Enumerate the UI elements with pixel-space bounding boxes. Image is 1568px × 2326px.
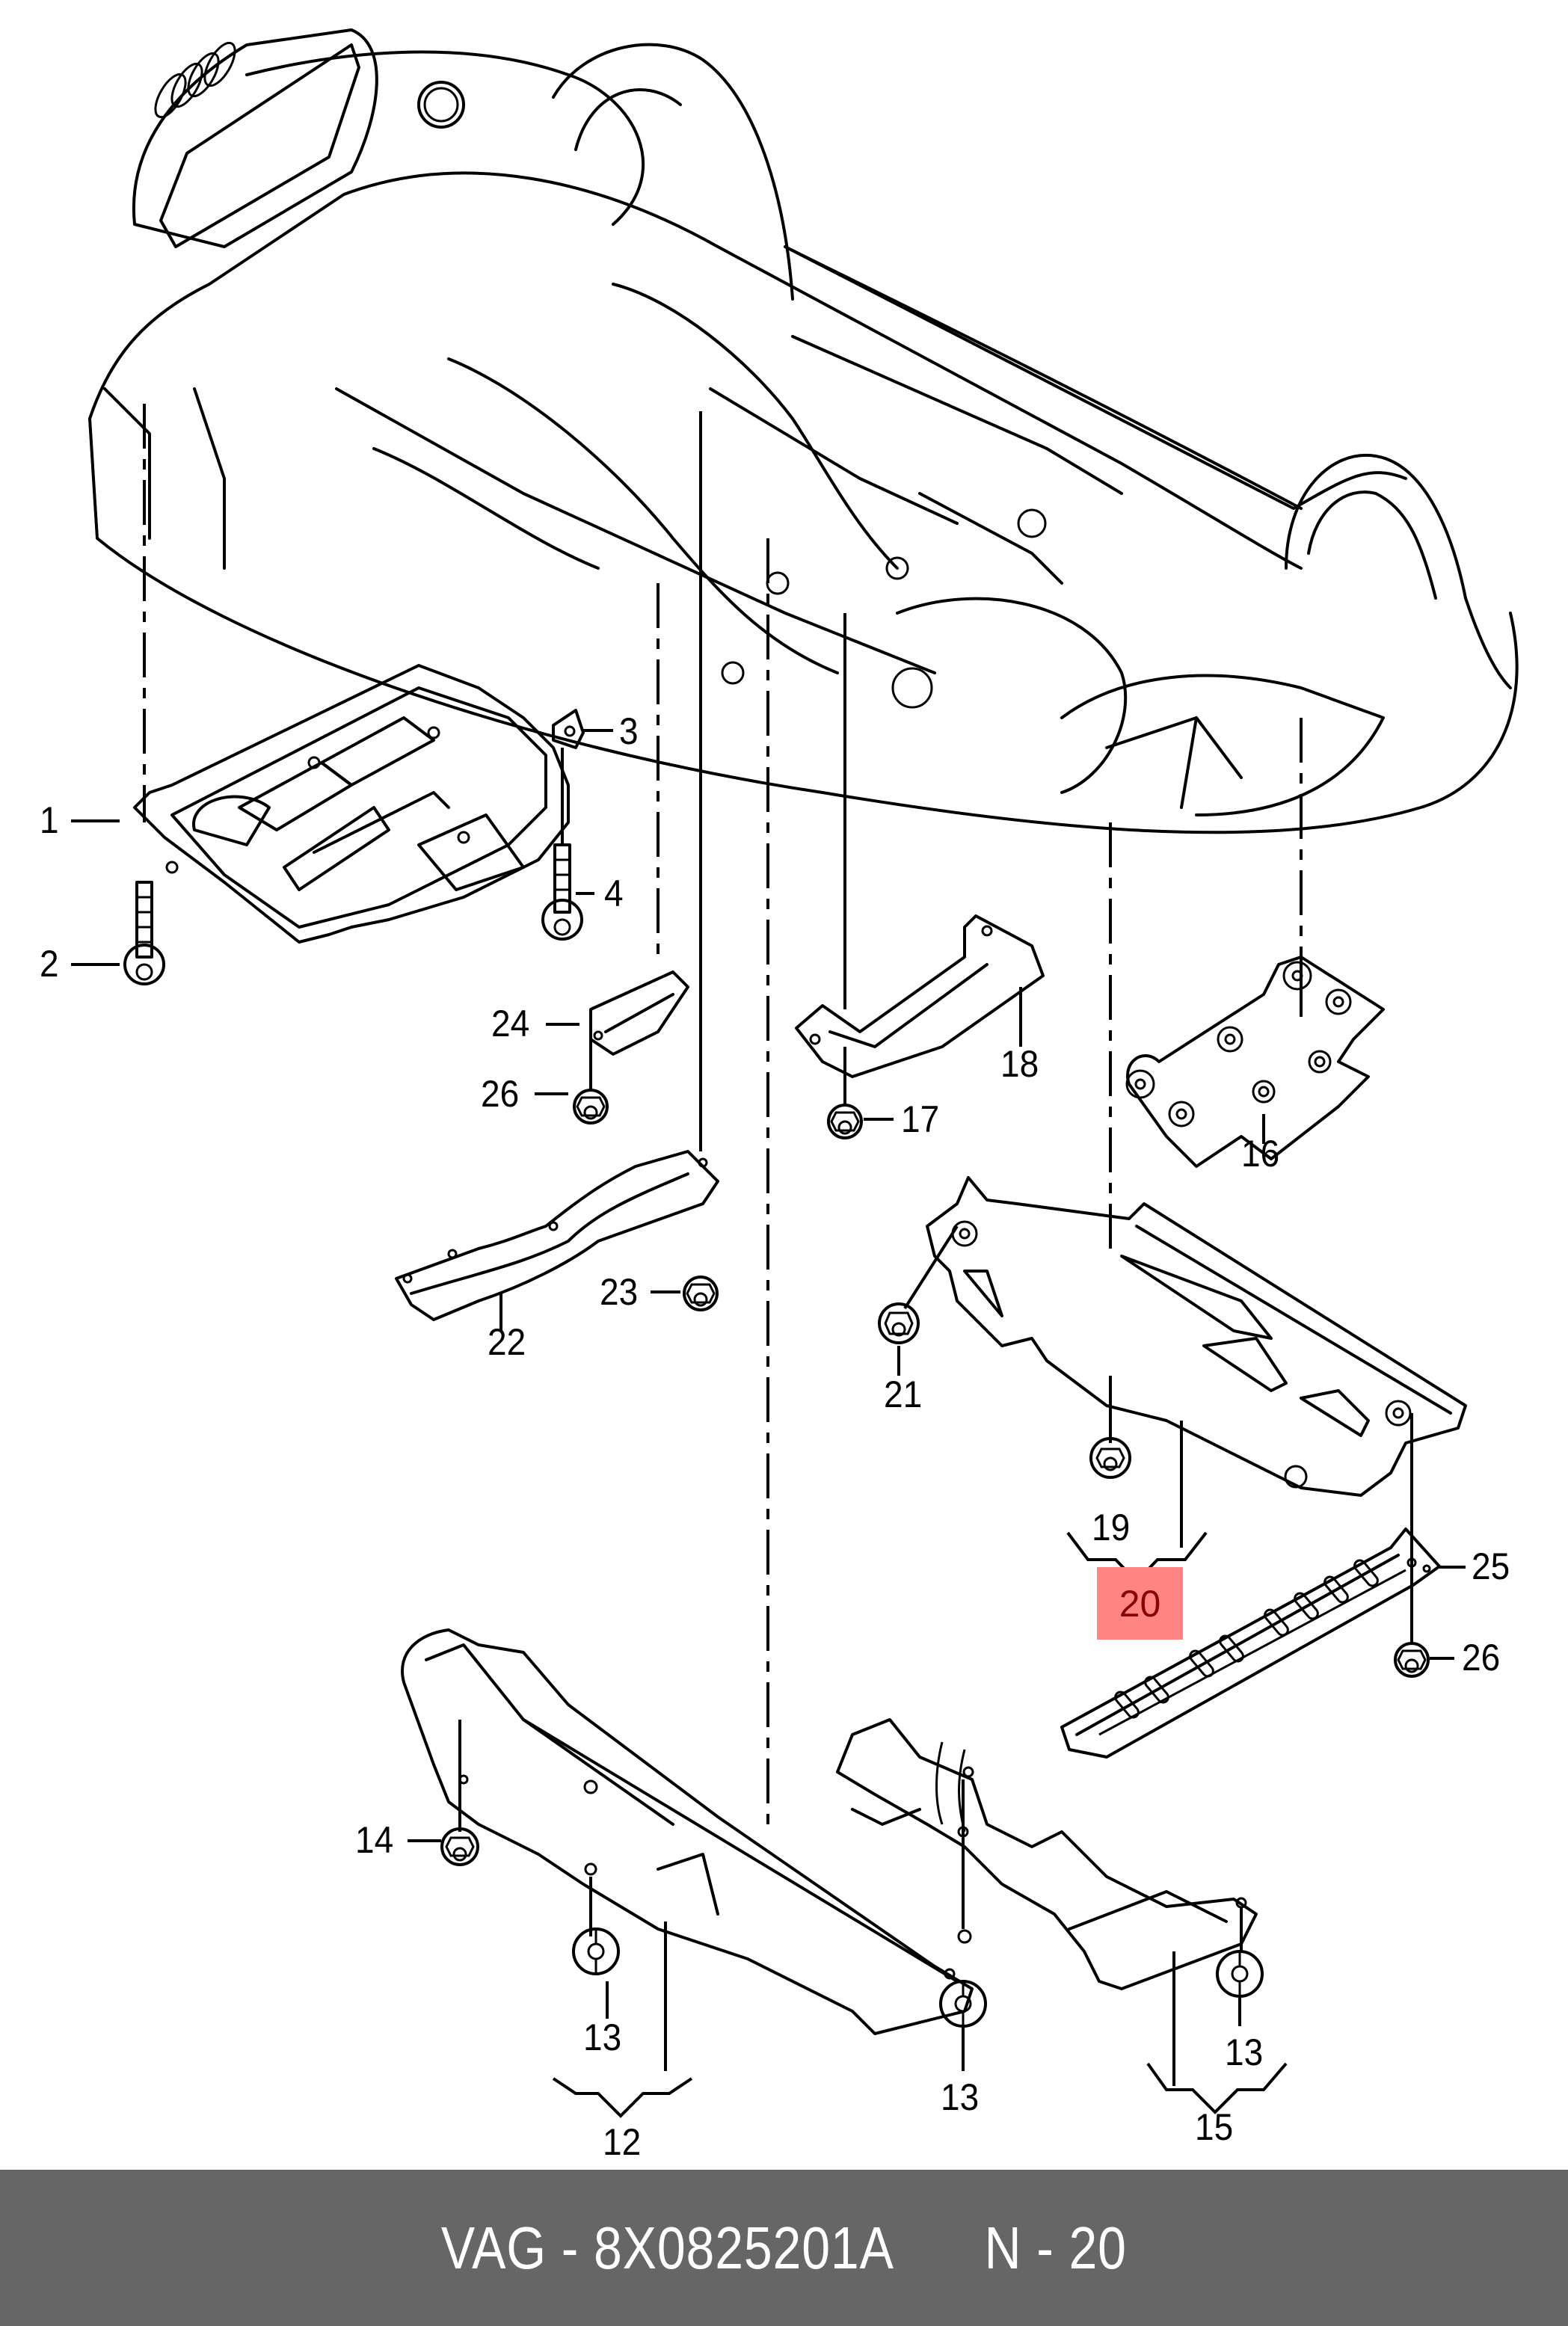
callout-22: 22 [488,1321,526,1363]
part-2-bolt [123,881,165,985]
diagram-drawing [71,28,1519,2118]
nut-17 [827,1047,863,1139]
callout-13-left: 13 [583,2016,622,2058]
plate-slots [1114,1559,1379,1719]
callout-17: 17 [901,1098,940,1140]
callout-2: 2 [40,943,59,985]
callout-12: 12 [603,2121,642,2163]
part-24-bracket [589,970,689,1092]
position-label: N [984,2214,1022,2281]
footer-text: VAG - 8X0825201A N - 20 [441,2214,1127,2283]
part-info-footer: VAG - 8X0825201A N - 20 [0,2170,1568,2326]
callout-26-lower: 26 [1462,1637,1501,1679]
clip-13-center [939,1980,987,2071]
part-20-underbody-panel [926,1176,1467,1584]
nut-23 [683,1276,719,1311]
callout-18: 18 [1000,1043,1039,1085]
part-15-underbody-panel [836,1718,1288,2114]
callout-14: 14 [355,1819,394,1861]
car-body-underside [88,28,1519,834]
assembly-lines [143,404,1303,1832]
nut-26-lower [1394,1413,1430,1678]
callout-1: 1 [40,799,59,841]
callout-3: 3 [619,710,639,752]
brand-label: VAG [441,2214,547,2281]
nut-26-upper [573,1089,609,1124]
part-16-plate [1125,956,1385,1168]
callout-15: 15 [1195,2106,1234,2148]
callout-23: 23 [600,1271,639,1313]
part-1-engine-underbody-guard [133,664,570,944]
position-number: 20 [1069,2214,1127,2281]
part-25-side-plate [1060,1527,1441,1759]
part-12-underbody-panel [401,1628,974,2118]
clip-13-left [572,1927,620,2019]
callout-24: 24 [491,1003,530,1044]
part-18-bracket [795,914,1045,1078]
callout-16: 16 [1241,1133,1280,1175]
part-number: 8X0825201A [594,2214,892,2281]
clip-13-right [1216,1950,1264,2026]
part-22-crossmember [395,1150,719,1331]
callout-13-right: 13 [1225,2031,1264,2073]
callout-25: 25 [1472,1545,1510,1587]
nut-14 [440,1720,479,1866]
part-4-bolt [541,748,583,941]
callout-19: 19 [1092,1507,1131,1548]
separator: - [561,2214,579,2281]
callout-21: 21 [884,1373,923,1415]
separator-2: - [1036,2214,1054,2281]
callout-26-upper: 26 [481,1073,520,1115]
callout-4: 4 [604,873,624,914]
callout-leaders [71,729,1466,1842]
part-3-clip [552,709,585,749]
callout-20: 20 [1119,1583,1161,1625]
nut-21 [878,1225,959,1376]
highlighted-callout-20[interactable]: 20 [1097,1567,1183,1640]
callout-13-center: 13 [941,2076,980,2118]
nut-19 [1089,1376,1131,1479]
parts-diagram: 1 2 3 4 24 26 17 18 16 23 22 21 19 20 25… [40,28,1519,2163]
